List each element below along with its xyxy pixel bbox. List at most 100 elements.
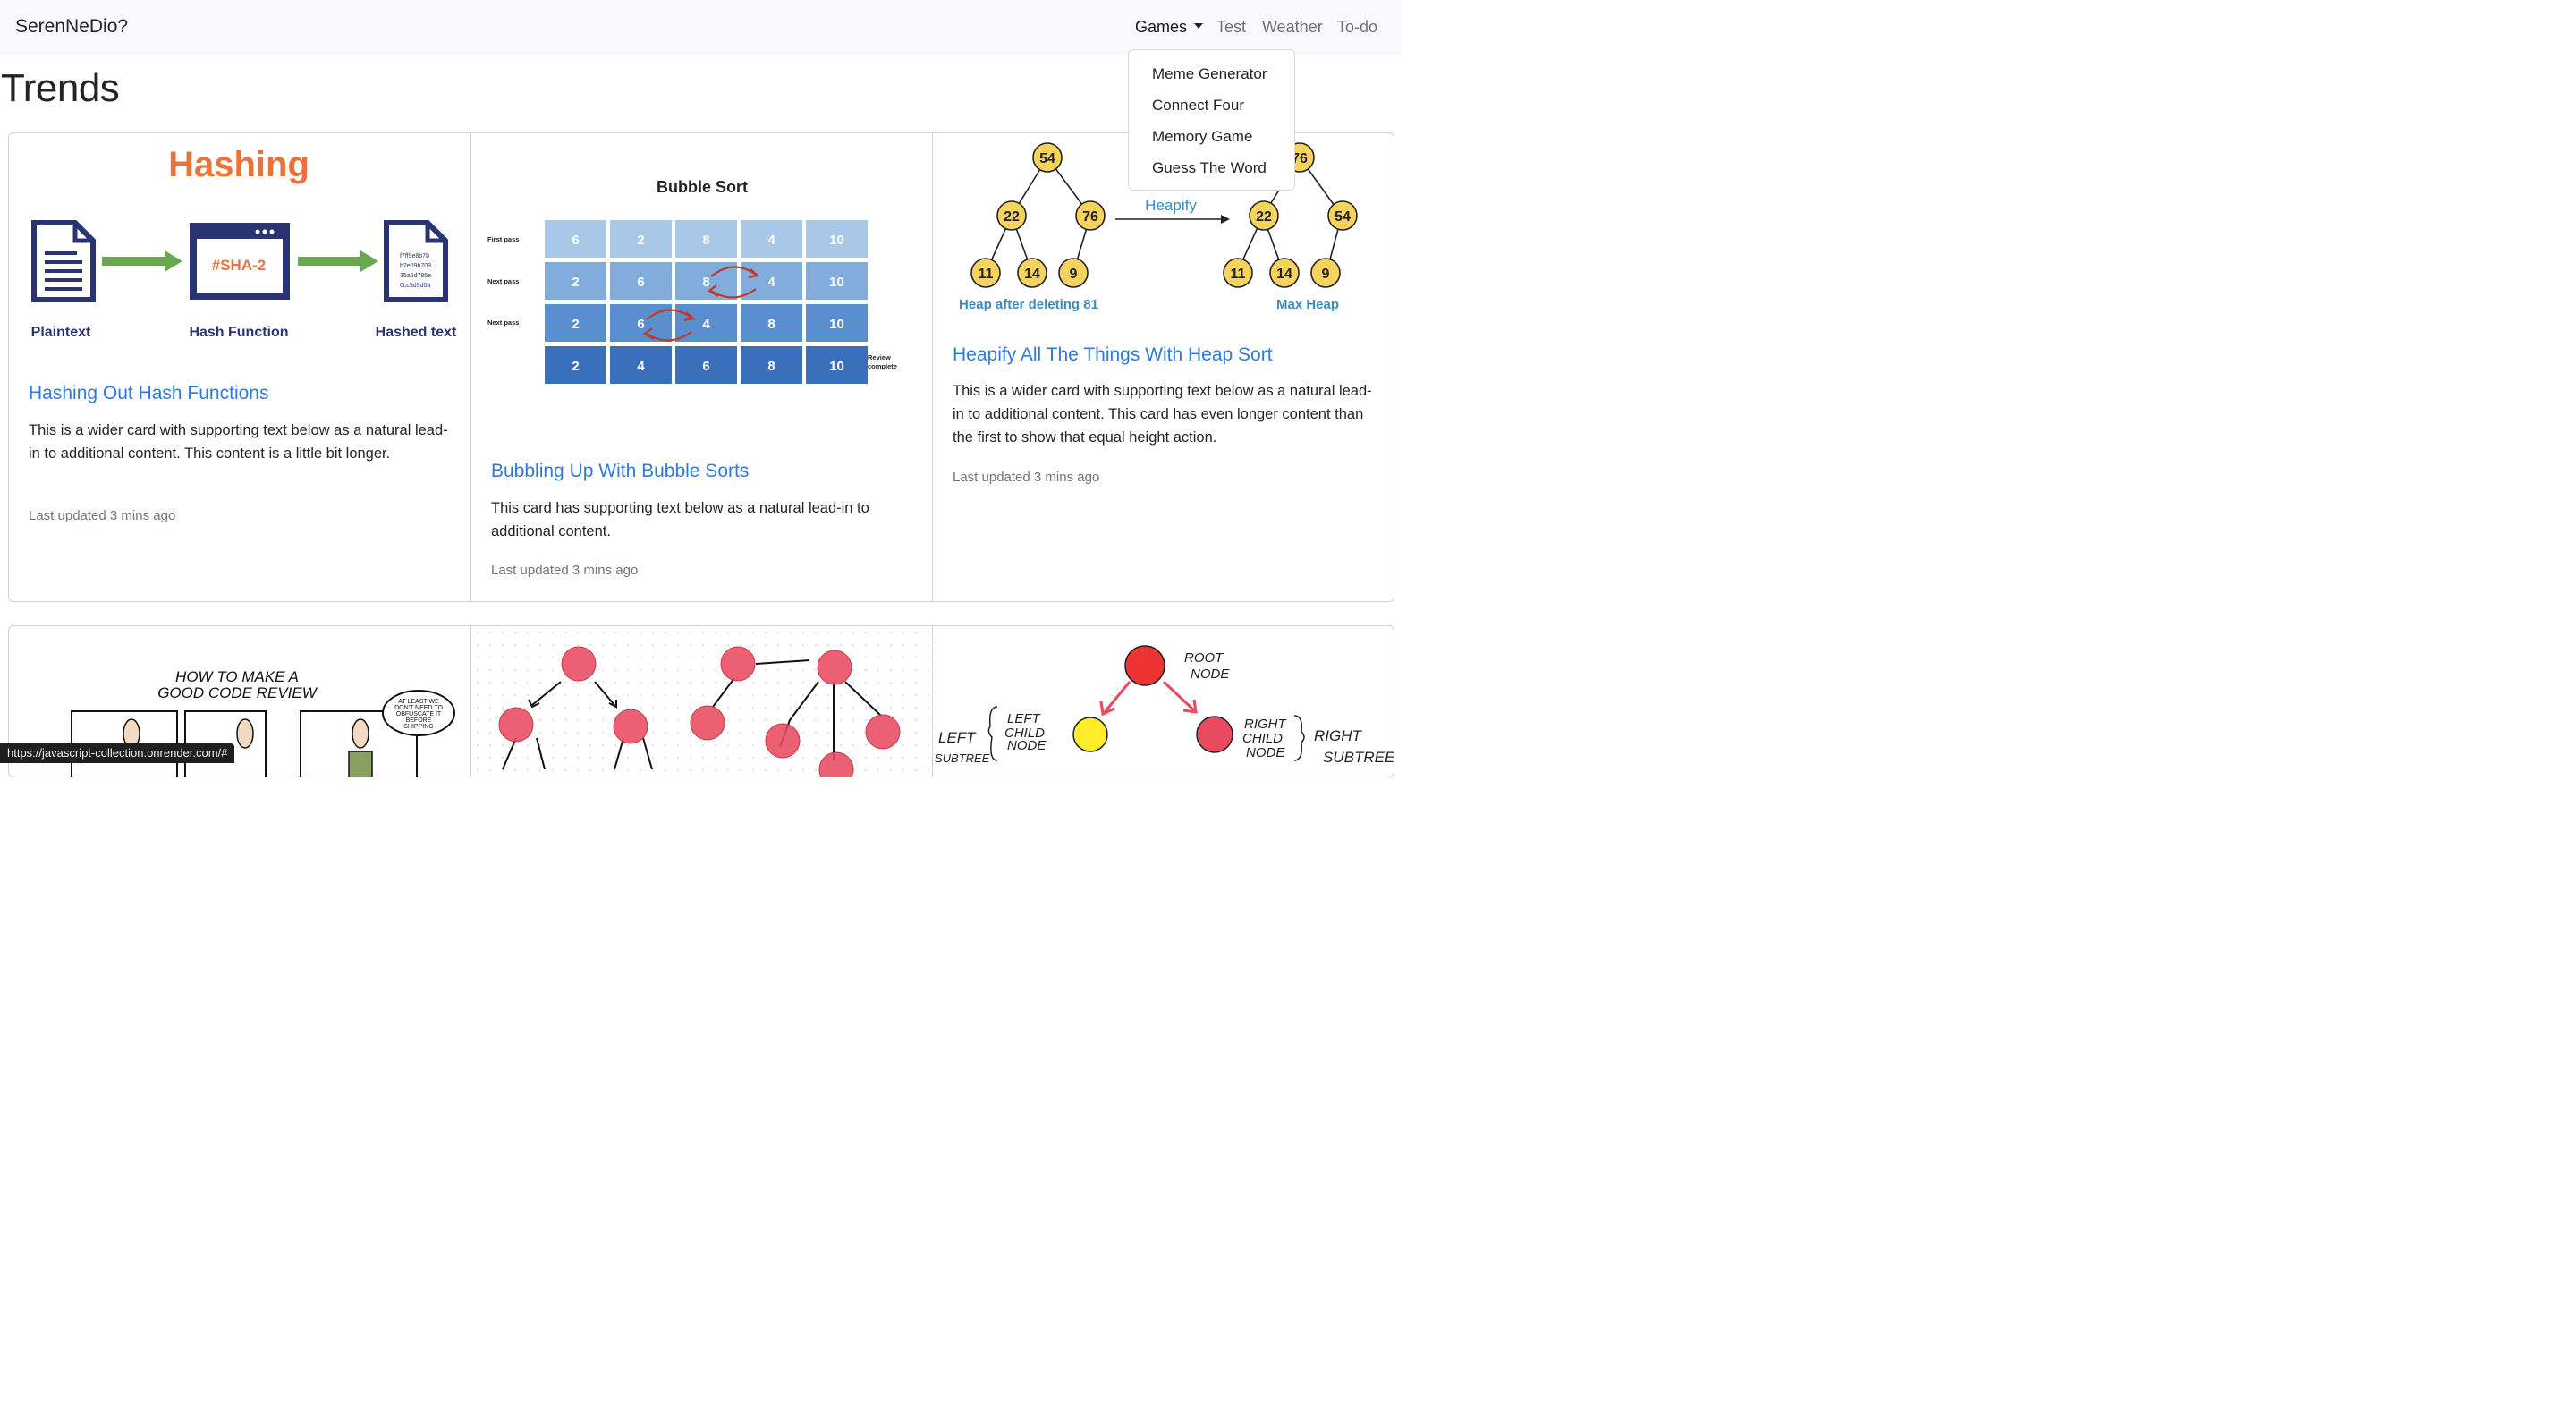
comic-bubble-text: OBFUSCATE IT: [396, 711, 442, 717]
brand-link[interactable]: SerenNeDio?: [15, 16, 129, 37]
card-code-review-comic: HOW TO MAKE A GOOD CODE REVIEW AT LEAST …: [9, 626, 470, 777]
sort-cell: [741, 304, 802, 342]
left-subtree-label: SUBTREE: [935, 751, 990, 765]
menu-item-memory-game[interactable]: Memory Game: [1152, 128, 1253, 145]
heap-node-value: 14: [1276, 267, 1292, 282]
card-tree-sketches: [470, 626, 932, 777]
sort-cell: [675, 346, 737, 384]
left-child-label: LEFT: [1007, 711, 1042, 726]
sort-cell-value: 8: [702, 233, 709, 248]
right-child-label: NODE: [1246, 745, 1285, 760]
heap-node-value: 11: [1231, 267, 1246, 282]
heap-node: [1223, 258, 1253, 288]
sketch-nodes: [498, 646, 901, 777]
menu-item-meme-generator[interactable]: Meme Generator: [1152, 65, 1267, 82]
sketch-node: [817, 650, 852, 685]
sort-cell-value: 4: [637, 359, 645, 374]
nav-todo[interactable]: To-do: [1337, 18, 1378, 36]
heapify-label: Heapify: [1145, 197, 1197, 214]
sort-cell-value: 8: [767, 317, 775, 332]
sort-cell-value: 6: [702, 359, 709, 374]
nav-games-dropdown[interactable]: Games: [1135, 18, 1204, 37]
heap-node: [1327, 200, 1358, 231]
comic-characters: [123, 718, 373, 777]
card-updated: Last updated 3 mins ago: [491, 563, 639, 578]
sort-cell: [610, 220, 672, 258]
card-title-bubble-sort[interactable]: Bubbling Up With Bubble Sorts: [491, 461, 750, 481]
sketch-node: [720, 646, 756, 682]
hash-line: 35a5d785e: [400, 273, 431, 279]
label-hashed-text: Hashed text: [376, 325, 457, 340]
status-bar-url: https://javascript-collection.onrender.c…: [0, 743, 235, 763]
bubble-sort-illustration: Bubble Sort First pass Next pass Next pa…: [487, 178, 897, 384]
caret-down-icon: [1194, 23, 1204, 29]
hash-line: b2e09b709: [400, 263, 431, 269]
sort-cell: [675, 220, 737, 258]
sort-cell: [610, 262, 672, 300]
navbar: SerenNeDio? Games Test Weather To-do: [0, 0, 1402, 55]
sort-cell-value: 10: [829, 275, 844, 290]
sort-cell-value: 10: [829, 317, 844, 332]
card-bubble-sort: Bubble Sort First pass Next pass Next pa…: [470, 133, 932, 601]
heap-node: [1249, 200, 1279, 231]
arrow-right-icon: [1115, 215, 1230, 224]
heap-node: [1310, 258, 1341, 288]
menu-item-guess-the-word[interactable]: Guess The Word: [1152, 159, 1267, 176]
comic-bubble-text: AT LEAST WE: [398, 699, 439, 705]
card-text: This card has supporting text below as a…: [491, 500, 869, 539]
sort-cell: [741, 262, 802, 300]
card-text: This is a wider card with supporting tex…: [29, 422, 448, 462]
hashing-heading: Hashing: [168, 145, 309, 184]
hash-function-window-icon: [190, 223, 290, 300]
sketch-node: [865, 714, 901, 750]
heap-node-value: 9: [1070, 267, 1078, 282]
code-review-comic: HOW TO MAKE A GOOD CODE REVIEW AT LEAST …: [71, 668, 455, 777]
review-label: complete: [868, 362, 897, 370]
sort-cell: [545, 262, 606, 300]
card-group-row-1: Hashing: [8, 132, 1394, 602]
tree-sketch-illustration: [498, 646, 901, 777]
sort-cell-value: 8: [702, 275, 709, 290]
arrow-right-icon: [102, 250, 182, 272]
root-label: NODE: [1191, 667, 1230, 682]
left-caption: Heap after deleting 81: [959, 297, 1098, 312]
sort-cell-value: 6: [637, 275, 644, 290]
nav-weather[interactable]: Weather: [1262, 18, 1323, 36]
row-label: Next pass: [487, 277, 519, 285]
hash-line: f7ff9e8b7b: [400, 253, 429, 259]
heap-node-value: 76: [1292, 151, 1308, 166]
right-child-label: CHILD: [1242, 731, 1283, 746]
heap-node-value: 22: [1256, 209, 1272, 225]
root-label: ROOT: [1184, 650, 1224, 666]
sort-cell-value: 10: [829, 359, 844, 374]
row-label: First pass: [487, 235, 519, 243]
nav-test[interactable]: Test: [1216, 18, 1247, 36]
heap-node-value: 54: [1335, 209, 1351, 225]
right-subtree-label: SUBTREE: [1323, 749, 1394, 766]
card-updated: Last updated 3 mins ago: [953, 470, 1100, 485]
label-hash-function: Hash Function: [189, 325, 288, 340]
heap-node-value: 9: [1322, 267, 1330, 282]
sort-cell: [545, 304, 606, 342]
root-node: [1124, 645, 1165, 686]
card-hashing: Hashing: [9, 133, 470, 601]
heap-node-value: 14: [1024, 267, 1040, 282]
left-subtree-label: LEFT: [938, 729, 977, 746]
games-dropdown-menu: Meme Generator Connect Four Memory Game …: [1128, 49, 1295, 191]
card-title-heap-sort[interactable]: Heapify All The Things With Heap Sort: [953, 344, 1273, 365]
card-title-hashing[interactable]: Hashing Out Hash Functions: [29, 383, 269, 403]
binary-tree-illustration: ROOT NODE LEFT CHILD NODE RIGHT CHILD NO…: [935, 645, 1394, 766]
sketch-node: [613, 709, 648, 744]
sketch-node: [818, 751, 854, 777]
sketch-node: [498, 707, 534, 743]
arrow-right-icon: [298, 250, 378, 272]
right-caption: Max Heap: [1276, 297, 1339, 312]
menu-item-connect-four[interactable]: Connect Four: [1152, 97, 1244, 114]
nav-games-label: Games: [1135, 18, 1188, 36]
left-child-node: [1072, 717, 1108, 752]
review-label: Review: [868, 353, 891, 361]
heap-node: [1032, 142, 1063, 173]
sketch-node: [765, 723, 801, 759]
sort-cell: [806, 220, 868, 258]
card-binary-tree: ROOT NODE LEFT CHILD NODE RIGHT CHILD NO…: [932, 626, 1394, 777]
